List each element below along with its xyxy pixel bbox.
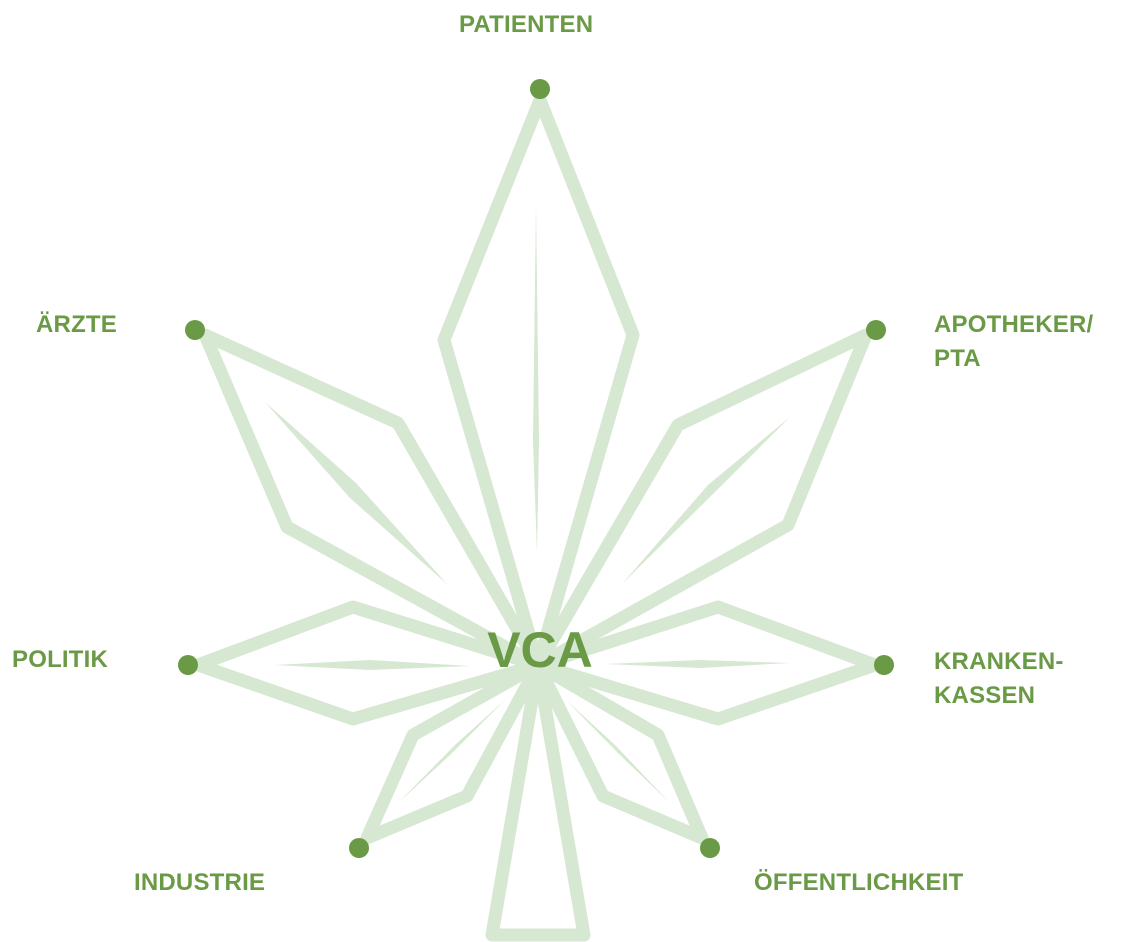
- vein-upper-left: [265, 402, 447, 584]
- label-krankenkassen: KRANKEN- KASSEN: [934, 645, 1064, 713]
- label-oeffentlichkeit-line-1: ÖFFENTLICHKEIT: [754, 869, 964, 896]
- label-industrie-line-1: INDUSTRIE: [134, 869, 266, 896]
- label-apotheker: APOTHEKER/ PTA: [934, 308, 1093, 376]
- label-aerzte: ÄRZTE: [36, 308, 117, 342]
- stem: [485, 658, 591, 942]
- vein-top: [533, 205, 539, 553]
- node-dot-patienten: [530, 79, 550, 99]
- leaflet-top: [437, 93, 640, 672]
- label-patienten-line-1: PATIENTEN: [459, 11, 594, 38]
- label-aerzte-line-1: ÄRZTE: [36, 311, 117, 338]
- vein-left: [275, 660, 470, 670]
- label-politik: POLITIK: [12, 643, 108, 677]
- label-oeffentlichkeit: ÖFFENTLICHKEIT: [754, 866, 963, 900]
- node-dot-oeffentlichkeit: [700, 838, 720, 858]
- vein-upper-right: [622, 417, 790, 584]
- vein-lower-right: [566, 700, 670, 803]
- cannabis-leaf-outline-icon: [191, 93, 882, 942]
- node-dot-krankenkassen: [874, 655, 894, 675]
- label-patienten: PATIENTEN: [459, 8, 593, 42]
- label-krankenkassen-line-2: KASSEN: [934, 682, 1036, 709]
- center-label: VCA: [487, 622, 593, 678]
- vein-lower-left: [398, 700, 505, 803]
- label-apotheker-line-1: APOTHEKER/: [934, 311, 1094, 338]
- node-dot-industrie: [349, 838, 369, 858]
- node-dot-politik: [178, 655, 198, 675]
- label-industrie: INDUSTRIE: [134, 866, 265, 900]
- vein-right: [605, 660, 790, 668]
- label-krankenkassen-line-1: KRANKEN-: [934, 648, 1064, 675]
- node-dots: [178, 79, 894, 858]
- node-dot-aerzte: [185, 320, 205, 340]
- label-apotheker-line-2: PTA: [934, 345, 981, 372]
- node-dot-apotheker: [866, 320, 886, 340]
- label-politik-line-1: POLITIK: [12, 646, 109, 673]
